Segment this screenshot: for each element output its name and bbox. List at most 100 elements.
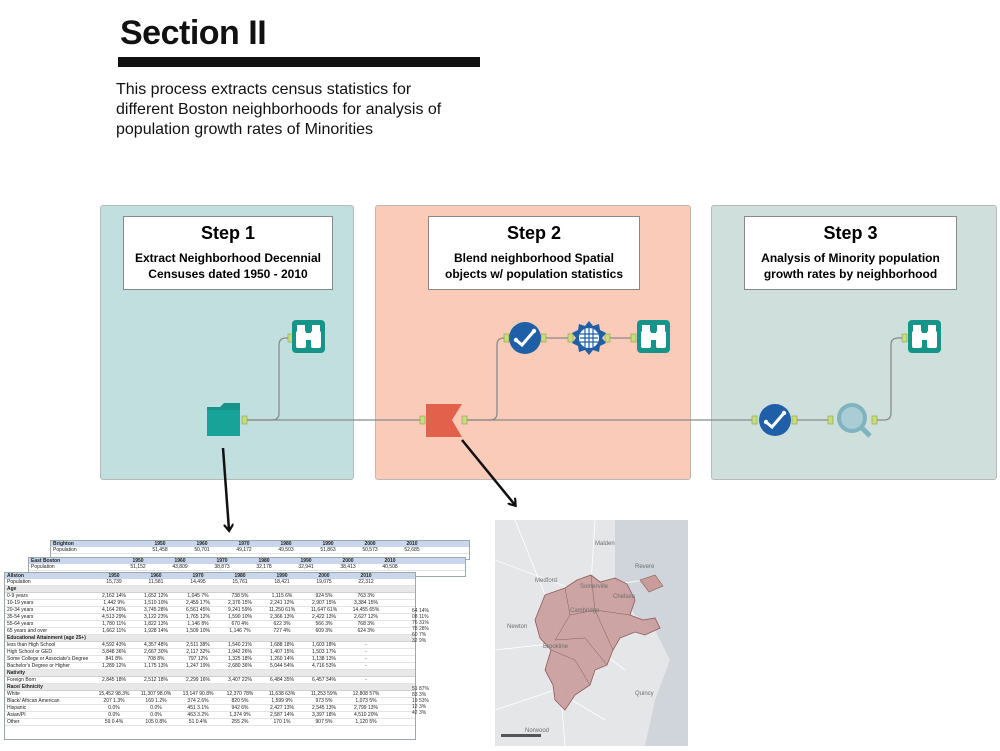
value-cell: 18,421 (274, 579, 290, 585)
value-cell: 169 1.2% (145, 698, 167, 704)
magnifier-icon[interactable] (837, 403, 872, 438)
folder-icon[interactable] (207, 403, 240, 436)
map-place-label: Cambridge (570, 608, 600, 614)
cropped-side-column: 64 14%08 11%76 31%78 28%60 7%32 9%51 87%… (412, 608, 468, 738)
join-icon[interactable] (759, 404, 791, 436)
value-cell: 907 5% (315, 719, 333, 725)
year-cell: 1980 (258, 558, 270, 564)
step-2-heading: Step 2 (506, 223, 562, 243)
binoculars-icon[interactable] (637, 320, 670, 353)
value-cell: 15,761 (232, 579, 248, 585)
row-label: 0-9 years (7, 593, 28, 599)
arrow-to-table (221, 447, 229, 530)
value-cell: 797 12% (188, 656, 208, 662)
value-cell: 51,863 (320, 547, 336, 553)
table-name: Brighton (53, 541, 74, 547)
value-cell: 4,716 53% (312, 663, 336, 669)
map-place-label: Somerville (580, 584, 609, 590)
value-cell: 841 8% (105, 656, 123, 662)
value-cell: 622 3% (273, 621, 291, 627)
value-cell: 2,907 15% (312, 600, 336, 606)
side-fragment: 64 14% (412, 608, 429, 614)
year-cell: 1970 (192, 573, 204, 579)
table-section-header: Nativity (5, 670, 415, 677)
connector-search-to-browse (876, 337, 904, 421)
census-table-preview: Brighton 1950 1960 1970 1980 1990 2000 2… (4, 540, 470, 740)
value-cell: 51,152 (130, 564, 146, 570)
connector-input-to-browse (247, 337, 291, 421)
binoculars-icon[interactable] (908, 320, 941, 353)
value-cell: 3,397 18% (312, 712, 336, 718)
table-header-row: Allston 1950 1960 1970 1980 1990 2000 20… (5, 573, 415, 579)
join-icon[interactable] (509, 322, 541, 354)
value-cell: 38,873 (214, 564, 230, 570)
value-cell: 973 5% (315, 698, 333, 704)
value-cell: 11,581 (148, 579, 164, 585)
anchor (461, 415, 468, 425)
value-cell: 2,512 18% (144, 677, 168, 683)
value-cell: 2,299 16% (186, 677, 210, 683)
value-cell: 6,484 35% (270, 677, 294, 683)
anchor (503, 333, 510, 343)
value-cell: 1,073 5% (355, 698, 377, 704)
value-cell: 2,511 38% (186, 642, 210, 648)
row-label: 65 years and over (7, 628, 48, 634)
grid-globe-icon[interactable] (572, 321, 606, 355)
value-cell: 1,652 12% (144, 593, 168, 599)
value-cell: 11,647 61% (310, 607, 338, 613)
value-cell: 12,370 78% (226, 691, 254, 697)
value-cell: 566 3% (315, 621, 333, 627)
value-cell: 2,799 13% (354, 705, 378, 711)
value-cell: 1,120 5% (355, 719, 377, 725)
value-cell: 0.0% (150, 705, 162, 711)
map-water (615, 520, 688, 746)
map-place-label: Revere (635, 564, 655, 570)
value-cell: 49,172 (236, 547, 252, 553)
value-cell: 1,590 10% (228, 614, 252, 620)
step-1-text: Censuses dated 1950 - 2010 (148, 267, 308, 281)
map-place-label: Brookline (543, 644, 569, 650)
value-cell: 924 5% (315, 593, 333, 599)
value-cell: 2,162 14% (102, 593, 126, 599)
side-fragment: 12 3% (412, 704, 427, 710)
value-cell: 32,941 (298, 564, 314, 570)
spatial-object-icon[interactable] (426, 404, 462, 437)
page-title: Section II (120, 14, 267, 52)
value-cell: 51 0.4% (188, 719, 208, 725)
value-cell: 1,442 9% (103, 600, 125, 606)
row-label: less than High School (7, 642, 56, 648)
table-section-header: Age (5, 586, 415, 593)
value-cell: 9,241 59% (228, 607, 252, 613)
value-cell: 50,701 (194, 547, 210, 553)
value-cell: 49,503 (278, 547, 294, 553)
side-fragment: 08 11% (412, 614, 429, 620)
connector-lines (247, 337, 904, 421)
side-fragment: 60 7% (412, 632, 427, 638)
value-cell: 2,241 12% (270, 600, 294, 606)
value-cell: 11,307 98.0% (140, 691, 172, 697)
value-cell: 1,045 7% (187, 593, 209, 599)
year-cell: 1990 (276, 573, 288, 579)
side-fragment: 42 3% (412, 710, 427, 716)
binoculars-icon[interactable] (292, 320, 325, 353)
step-3-heading: Step 3 (823, 223, 878, 243)
year-cell: 1950 (132, 558, 144, 564)
value-cell: 2,845 18% (102, 677, 126, 683)
value-cell: - (365, 677, 367, 683)
table-section-header: Race/ Ethnicity (5, 684, 415, 691)
row-label: Population (7, 579, 31, 585)
value-cell: 2,427 13% (270, 705, 294, 711)
year-cell: 1990 (300, 558, 312, 564)
map-place-label: Quincy (635, 691, 654, 697)
value-cell: 1,260 14% (270, 656, 294, 662)
map-place-label: Malden (595, 541, 615, 547)
value-cell: 6,561 45% (186, 607, 210, 613)
value-cell: - (365, 649, 367, 655)
table-header-row: Brighton 1950 1960 1970 1980 1990 2000 2… (51, 541, 469, 547)
step-3-panel: Step 3 Analysis of Minority population g… (711, 205, 997, 480)
year-cell: 1990 (322, 541, 334, 547)
value-cell: 2,117 32% (186, 649, 210, 655)
